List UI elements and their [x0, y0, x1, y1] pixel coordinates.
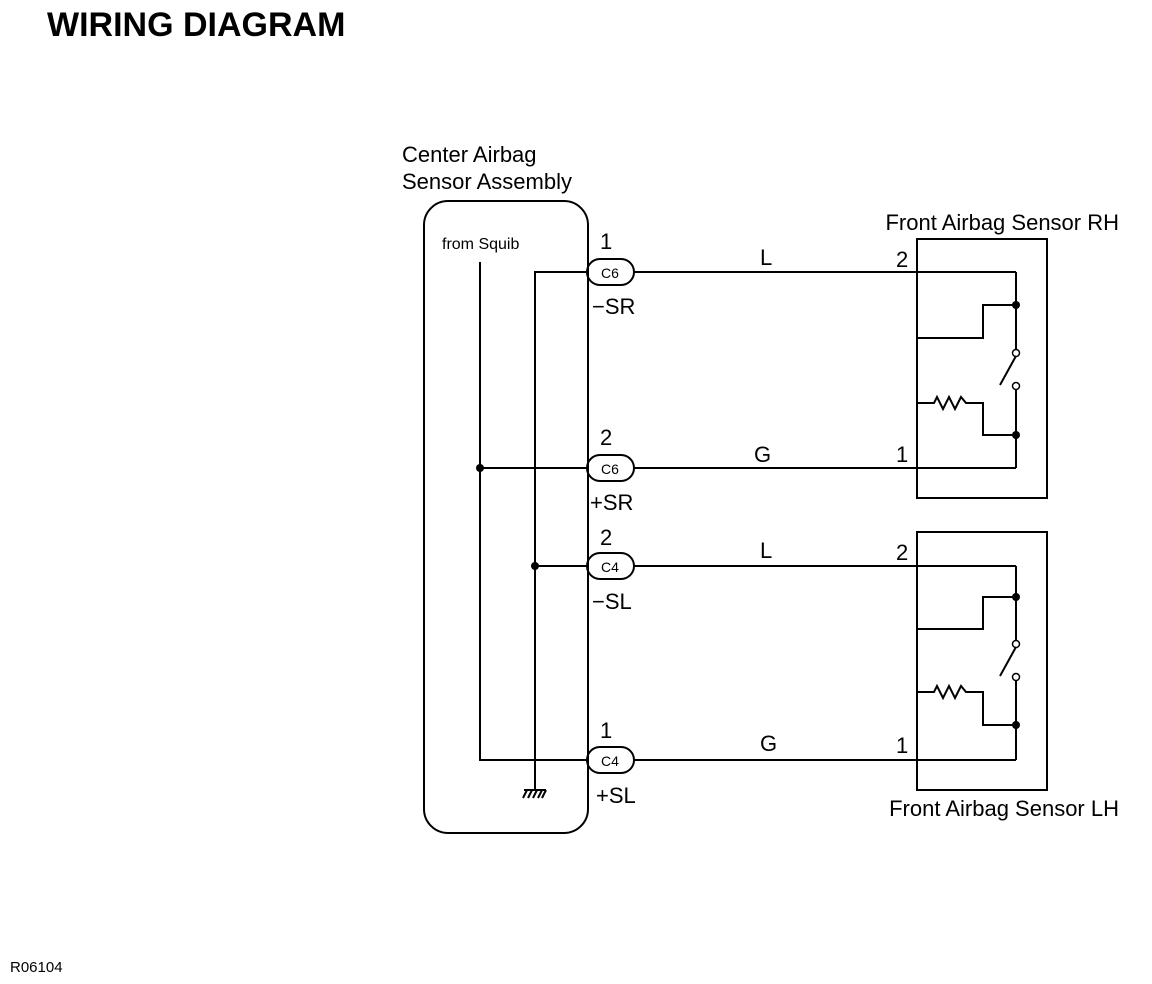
sensor-rh-name: Front Airbag Sensor RH: [885, 210, 1119, 235]
center-unit-housing: [423, 200, 589, 834]
page-title: WIRING DIAGRAM: [47, 6, 345, 44]
connector-id: C6: [601, 265, 619, 281]
terminal-label: −SL: [592, 589, 632, 614]
sensor-rh-housing: [916, 238, 1048, 499]
figure-code: R06104: [10, 959, 63, 976]
terminal-label: +SR: [590, 490, 633, 515]
connector-c4-pin2: 2 C4 −SL: [586, 525, 635, 614]
connector-id: C4: [601, 753, 619, 769]
connector-pin-number: 1: [600, 229, 612, 254]
sensor-lh-pin-lower: 1: [896, 733, 908, 758]
terminal-label: −SR: [592, 294, 635, 319]
center-unit-internal-wiring: [476, 262, 587, 790]
connector-pin-number: 2: [600, 425, 612, 450]
sensor-lh-internal-circuit: [918, 566, 1021, 760]
sensor-lh-pin-upper: 2: [896, 540, 908, 565]
connector-id: C4: [601, 559, 619, 575]
sensor-rh-pin-upper: 2: [896, 247, 908, 272]
ground-symbol-icon: [522, 789, 547, 799]
center-unit-name-line2: Sensor Assembly: [402, 169, 572, 194]
wire-color-label: L: [760, 538, 772, 563]
connector-id: C6: [601, 461, 619, 477]
terminal-label: +SL: [596, 783, 636, 808]
wire-color-label: L: [760, 245, 772, 270]
connector-c6-pin2: 2 C6 +SR: [586, 425, 635, 515]
wire-color-label: G: [760, 731, 777, 756]
wire-color-label: G: [754, 442, 771, 467]
center-unit-name-line1: Center Airbag: [402, 142, 537, 167]
connector-pin-number: 2: [600, 525, 612, 550]
sensor-rh-internal-circuit: [918, 272, 1021, 468]
sensor-lh-housing: [916, 531, 1048, 791]
harness-wires: [634, 271, 1016, 761]
sensor-rh-pin-lower: 1: [896, 442, 908, 467]
sensor-lh-name: Front Airbag Sensor LH: [889, 796, 1119, 821]
connector-pin-number: 1: [600, 718, 612, 743]
connector-c6-pin1: 1 C6 −SR: [586, 229, 635, 319]
connector-c4-pin1: 1 C4 +SL: [586, 718, 636, 808]
from-squib-label: from Squib: [442, 236, 519, 253]
